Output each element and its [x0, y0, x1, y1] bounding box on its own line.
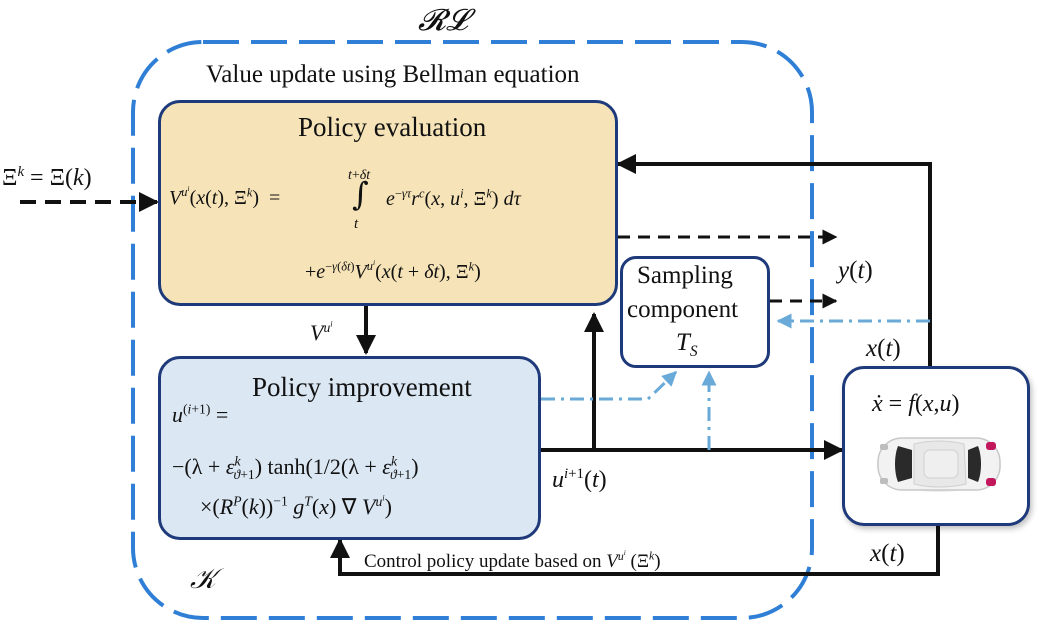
evaluation-integral-bounds-lower: t	[354, 216, 359, 232]
y-output-label: y(t)	[838, 257, 873, 284]
car-icon	[877, 437, 1001, 492]
outer-frame	[131, 40, 814, 620]
evaluation-integrand: e−γτrc(x, ui, Ξk) dτ	[386, 186, 521, 210]
feedback-line-bottom	[330, 526, 940, 576]
integral-sign: ∫	[352, 175, 369, 213]
k-label: 𝒦	[190, 564, 217, 595]
evaluation-equation-lhs: Vui(x(t), Ξk) =	[169, 184, 281, 209]
value-function-label: Vui	[310, 318, 333, 345]
improvement-line-1: u(i+1) =	[172, 401, 229, 427]
xi-input-label: Ξk = Ξ(k)	[2, 164, 92, 191]
control-policy-update-label: Control policy update based on Vui (Ξk)	[364, 547, 661, 572]
sampling-period: TS	[676, 329, 698, 360]
improvement-to-sampling	[541, 370, 678, 401]
control-output-label: ui+1(t)	[552, 466, 607, 493]
evaluation-second-term: +e−γ(δt)Vui(x(t + δt), Ξk)	[305, 258, 481, 283]
rl-label: 𝓡𝓛	[418, 4, 468, 37]
policy-evaluation-heading: Policy evaluation	[298, 112, 487, 142]
policy-evaluation-box	[158, 100, 618, 306]
policy-improvement-box	[158, 356, 541, 540]
feedback-line-top	[616, 154, 932, 368]
diagram-title: Value update using Bellman equation	[206, 61, 580, 88]
sampling-component-box	[620, 256, 770, 368]
x-feedback-bottom-label: x(t)	[870, 540, 905, 567]
evaluation-integral-bounds-upper: t+δt	[348, 168, 371, 183]
plant-equation: ẋ = f(x,u)	[872, 391, 960, 417]
improvement-line-2: −(λ + εkϑ+1) tanh(1/2(λ + εkϑ+1)	[172, 453, 419, 483]
improvement-line-3: ×(RP(k))−1 gT(x) ∇ Vui)	[200, 492, 392, 519]
sampling-line-2: component	[627, 296, 739, 323]
x-feedback-top-label: x(t)	[866, 335, 901, 362]
policy-improvement-heading: Policy improvement	[252, 372, 472, 402]
sampling-line-1: Sampling	[637, 262, 733, 289]
